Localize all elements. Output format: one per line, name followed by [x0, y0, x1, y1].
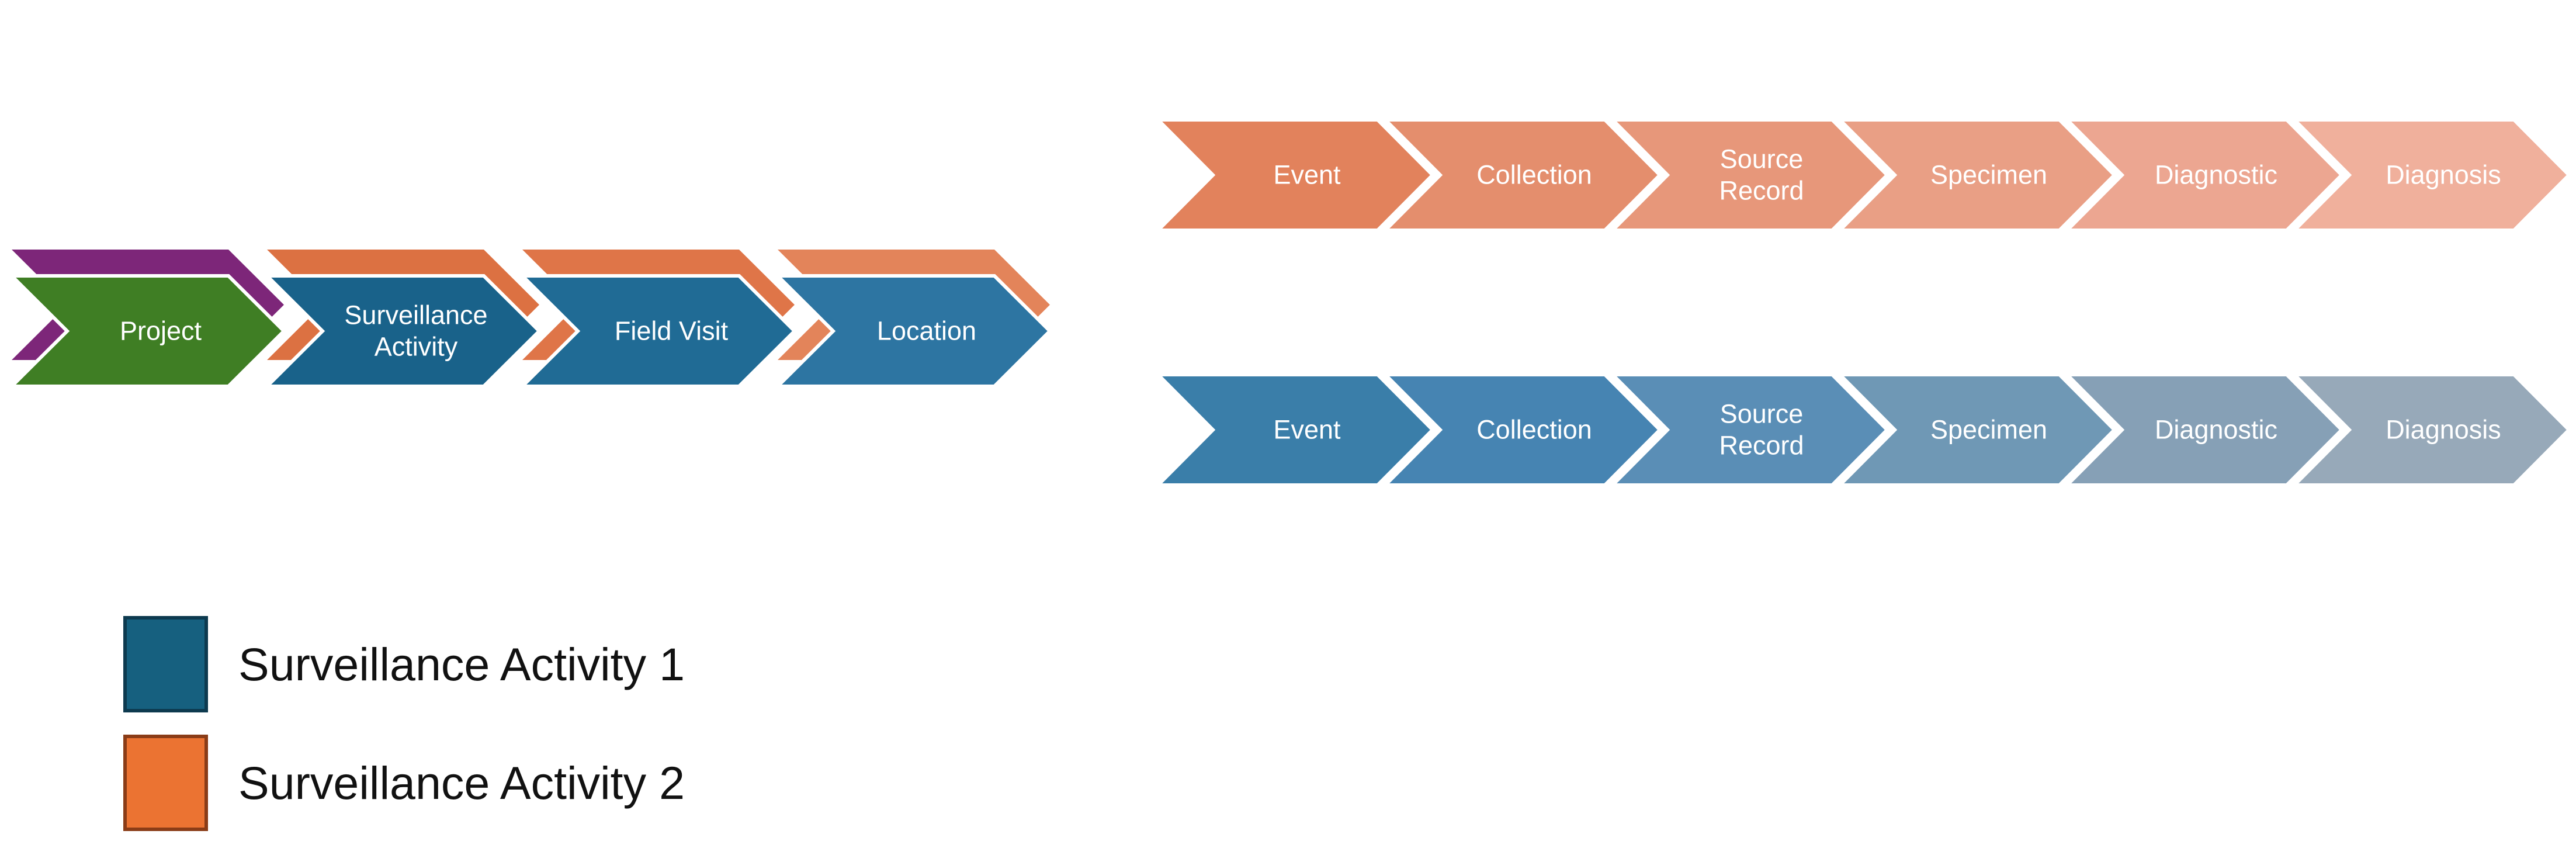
- orange-chevron-label-collection: Collection: [1476, 160, 1592, 190]
- orange-chevron-label-diagnostic: Diagnostic: [2155, 160, 2277, 190]
- legend-label: Surveillance Activity 1: [238, 638, 685, 690]
- blue-chevron-label-diagnosis: Diagnosis: [2386, 415, 2501, 445]
- orange-chevron-label-event: Event: [1273, 160, 1341, 190]
- orange-chevron-event: [1153, 118, 1436, 232]
- chevron-label-field-visit: Field Visit: [615, 316, 729, 346]
- chevron-field-visit: [518, 274, 798, 388]
- chevron-project: [7, 274, 287, 388]
- blue-chevron-label-event: Event: [1273, 415, 1341, 445]
- blue-chevron-label-specimen: Specimen: [1930, 415, 2047, 445]
- blue-chevron-event: [1153, 373, 1436, 487]
- blue-chevron-specimen: [1835, 373, 2117, 487]
- orange-chevron-specimen: [1835, 118, 2117, 232]
- legend-swatch: [123, 616, 208, 712]
- orange-chevron-diagnosis: [2290, 118, 2572, 232]
- blue-chevron-label-diagnostic: Diagnostic: [2155, 415, 2277, 445]
- blue-chevron-label-collection: Collection: [1476, 415, 1592, 445]
- orange-chevron-collection: [1381, 118, 1663, 232]
- orange-chevron-label-specimen: Specimen: [1930, 160, 2047, 190]
- orange-chevron-source-record: [1608, 118, 1890, 232]
- blue-chevron-source-record: [1608, 373, 1890, 487]
- chevron-surveillance-activity: [262, 274, 542, 388]
- chevron-label-project: Project: [120, 316, 202, 346]
- blue-chevron-collection: [1381, 373, 1663, 487]
- blue-chevron-diagnostic: [2062, 373, 2345, 487]
- orange-chevron-diagnostic: [2062, 118, 2345, 232]
- legend: Surveillance Activity 1 Surveillance Acti…: [123, 616, 685, 831]
- orange-chevron-label-diagnosis: Diagnosis: [2386, 160, 2501, 190]
- blue-chevron-diagnosis: [2290, 373, 2572, 487]
- chevron-label-location: Location: [877, 316, 976, 346]
- legend-label: Surveillance Activity 2: [238, 757, 685, 809]
- chevron-location: [773, 274, 1053, 388]
- legend-swatch: [123, 735, 208, 831]
